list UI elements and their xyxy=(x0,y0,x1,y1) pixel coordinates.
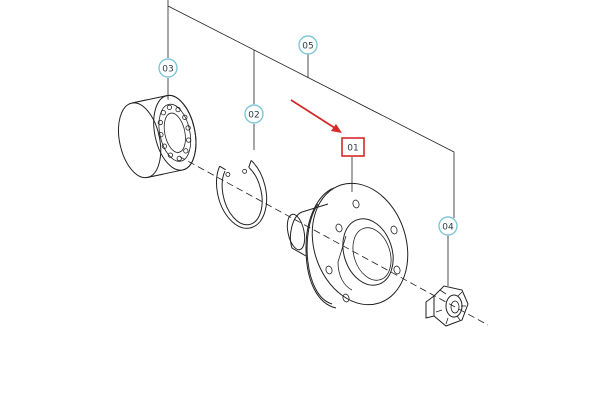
callout-04-label: 04 xyxy=(442,223,454,233)
callout-03-label: 03 xyxy=(162,65,173,75)
bearing-part xyxy=(118,94,197,179)
callout-01[interactable]: 01 xyxy=(341,137,365,157)
highlight-arrow xyxy=(290,99,342,133)
callout-02[interactable]: 02 xyxy=(244,104,264,124)
callout-05-label: 05 xyxy=(302,42,313,52)
callout-04[interactable]: 04 xyxy=(438,216,458,236)
circlip-part xyxy=(216,160,268,229)
hub-nut-part xyxy=(425,285,469,327)
callout-05[interactable]: 05 xyxy=(298,35,318,55)
leader-lines xyxy=(167,0,455,286)
wheel-hub-part xyxy=(286,182,409,309)
assembly-axis xyxy=(139,134,489,326)
callout-01-label: 01 xyxy=(347,144,358,154)
callout-03[interactable]: 03 xyxy=(158,58,178,78)
callout-02-label: 02 xyxy=(248,111,259,121)
